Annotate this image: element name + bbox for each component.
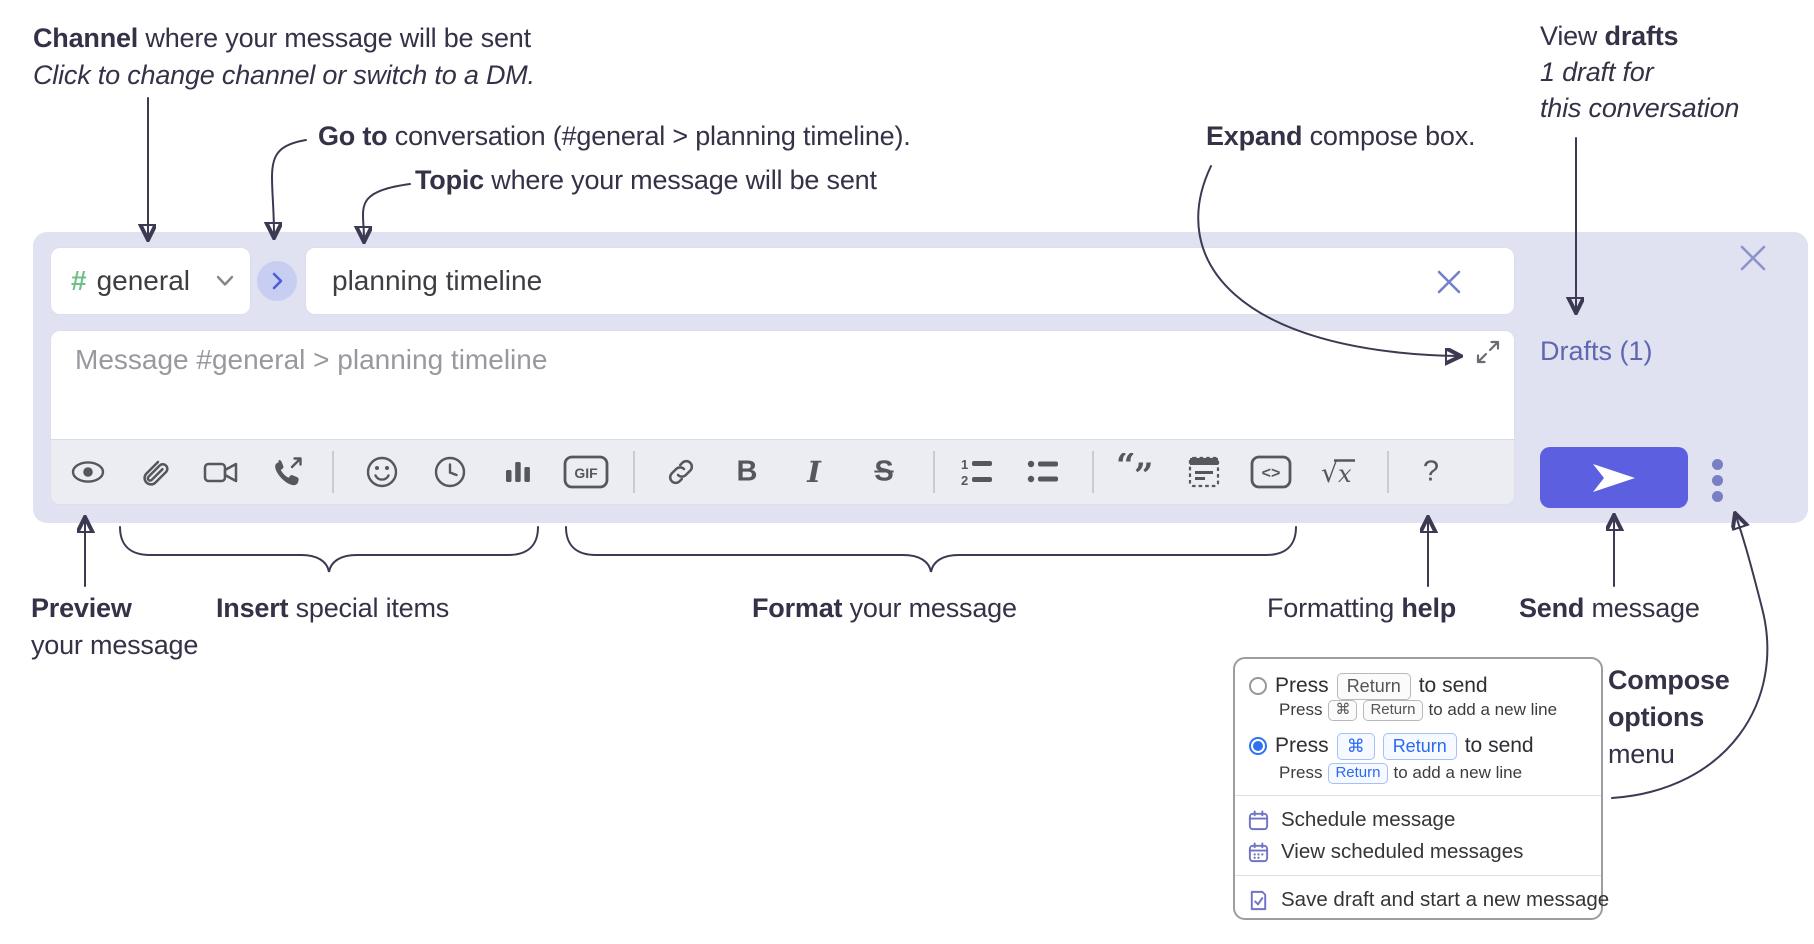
toolbar-divider <box>332 451 334 493</box>
close-compose-icon[interactable] <box>1739 244 1767 272</box>
topic-input[interactable]: planning timeline <box>305 247 1515 315</box>
compose-options-menu-icon[interactable] <box>1712 459 1723 502</box>
send-options-popup: Press Return to send Press ⌘ Return to a… <box>1233 657 1609 920</box>
send-icon <box>1593 463 1635 492</box>
annotation-view-drafts: View drafts 1 draft for this conversatio… <box>1540 21 1740 123</box>
toolbar-divider <box>1387 451 1389 493</box>
connector-topic <box>363 183 411 239</box>
annotation-topic: Topic where your message will be sent <box>415 165 877 195</box>
video-call-icon[interactable] <box>201 454 241 490</box>
svg-text:1: 1 <box>961 457 968 472</box>
draft-check-icon <box>1250 890 1267 910</box>
annotation-format: Format your message <box>752 593 1017 623</box>
link-icon[interactable] <box>662 453 700 491</box>
return-key: Return <box>1328 762 1388 784</box>
option-return-to-send[interactable]: Press Return to send <box>1249 670 1488 702</box>
return-key: Return <box>1363 699 1423 721</box>
message-formatting-help-icon[interactable]: ? <box>1422 455 1440 488</box>
chevron-down-icon <box>216 275 234 286</box>
annotation-insert: Insert special items <box>216 593 450 623</box>
channel-selector[interactable]: # general <box>50 247 251 315</box>
option-cmd-return-to-send-subtext: Press Return to add a new line <box>1279 762 1523 784</box>
svg-text:x: x <box>1338 460 1352 488</box>
menu-item-save-draft[interactable]: Save draft and start a new message <box>1247 885 1609 915</box>
voice-call-icon[interactable] <box>269 453 307 491</box>
radio-selected-icon[interactable] <box>1249 737 1267 755</box>
channel-name: general <box>96 265 190 296</box>
toolbar-divider <box>1092 451 1094 493</box>
svg-text:GIF: GIF <box>574 465 598 481</box>
annotation-send-message: Send message <box>1519 593 1700 623</box>
chevron-right-icon <box>272 272 283 290</box>
italic-icon[interactable]: I <box>807 455 821 489</box>
cmd-key: ⌘ <box>1328 699 1358 721</box>
menu-item-schedule-message[interactable]: Schedule message <box>1247 805 1455 835</box>
option-cmd-return-to-send[interactable]: Press ⌘ Return to send <box>1249 730 1534 762</box>
brace-format <box>565 526 1297 573</box>
drafts-link[interactable]: Drafts (1) <box>1540 336 1653 366</box>
strikethrough-icon[interactable]: S <box>874 455 894 488</box>
menu-divider <box>1235 795 1601 796</box>
time-icon[interactable] <box>432 454 468 490</box>
brace-insert <box>119 526 539 573</box>
topic-value: planning timeline <box>332 265 543 296</box>
calendar-grid-icon <box>1248 841 1269 862</box>
preview-eye-icon[interactable] <box>69 454 107 490</box>
compose-box-panel: # general planning timeline Message #gen… <box>33 232 1808 523</box>
svg-text:”: ” <box>1134 456 1154 491</box>
go-to-conversation-button[interactable] <box>257 261 297 301</box>
toolbar-divider <box>633 451 635 493</box>
attach-file-icon[interactable] <box>134 453 172 491</box>
message-compose-area[interactable]: Message #general > planning timeline <box>50 330 1515 505</box>
svg-text:√: √ <box>1321 458 1339 489</box>
expand-compose-icon[interactable] <box>1475 339 1501 365</box>
send-button[interactable] <box>1540 447 1688 508</box>
annotation-preview: Preview your message <box>31 593 199 660</box>
radio-unselected-icon[interactable] <box>1249 677 1267 695</box>
annotation-compose-options: Compose options menu <box>1608 665 1730 769</box>
quote-icon[interactable]: “” <box>1116 453 1158 491</box>
return-key: Return <box>1336 672 1411 700</box>
emoji-icon[interactable] <box>364 454 400 490</box>
annotation-channel: Channel where your message will be sent … <box>33 23 535 90</box>
bulleted-list-icon[interactable] <box>1025 454 1061 490</box>
message-placeholder: Message #general > planning timeline <box>75 344 548 375</box>
cmd-key: ⌘ <box>1336 732 1375 760</box>
svg-text:2: 2 <box>961 473 968 488</box>
math-icon[interactable]: √ x <box>1320 454 1362 490</box>
code-icon[interactable]: <> <box>1250 455 1292 489</box>
gif-icon[interactable]: GIF <box>563 455 609 489</box>
spoiler-icon[interactable] <box>1186 454 1222 490</box>
annotation-formatting-help: Formatting help <box>1267 593 1457 623</box>
bold-icon[interactable]: B <box>736 455 758 488</box>
annotation-expand: Expand compose box. <box>1206 121 1476 151</box>
annotation-goto: Go to conversation (#general > planning … <box>318 121 911 151</box>
clear-topic-icon[interactable] <box>1436 269 1462 295</box>
menu-divider <box>1235 875 1601 876</box>
svg-text:“: “ <box>1116 453 1136 486</box>
menu-item-view-scheduled-messages[interactable]: View scheduled messages <box>1247 837 1523 867</box>
toolbar-divider <box>933 451 935 493</box>
connector-goto <box>272 139 307 235</box>
return-key: Return <box>1382 732 1457 760</box>
channel-hash-icon: # <box>71 265 87 296</box>
calendar-icon <box>1248 809 1269 830</box>
svg-text:<>: <> <box>1262 465 1281 482</box>
poll-icon[interactable] <box>500 454 536 490</box>
option-return-to-send-subtext: Press ⌘ Return to add a new line <box>1279 699 1558 721</box>
